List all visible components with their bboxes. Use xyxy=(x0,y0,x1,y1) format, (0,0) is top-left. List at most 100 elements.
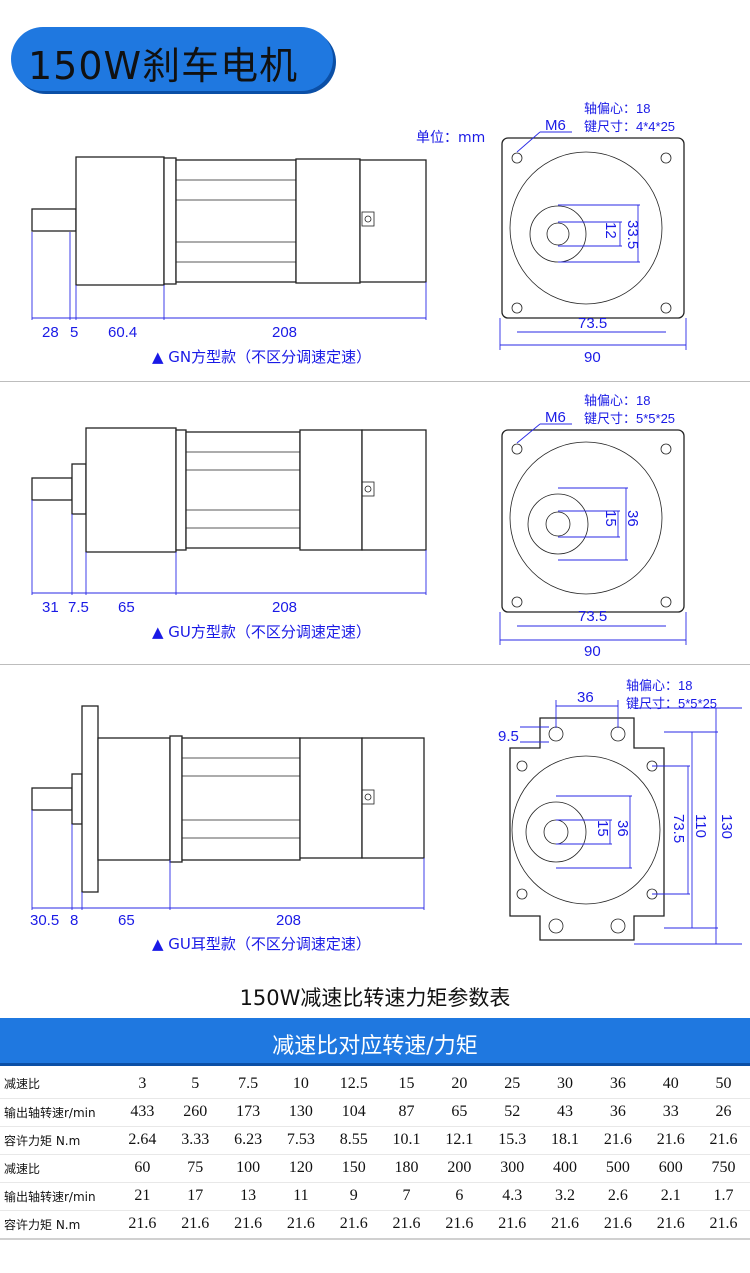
motor-body xyxy=(181,737,301,861)
row-label: 容许力矩 N.m xyxy=(0,1210,116,1239)
title-banner xyxy=(11,27,333,91)
table-cell: 400 xyxy=(538,1154,592,1183)
table-cell: 87 xyxy=(380,1098,433,1127)
table-cell: 21.6 xyxy=(221,1210,275,1239)
bolt-size: M6 xyxy=(545,409,566,426)
bolt-size: M6 xyxy=(545,117,566,134)
table-cell: 21.6 xyxy=(644,1126,698,1155)
table-cell: 36 xyxy=(591,1098,645,1127)
dim-step: 7.5 xyxy=(68,599,89,616)
table-cell: 600 xyxy=(644,1154,698,1183)
table-cell: 25 xyxy=(485,1070,539,1099)
table-cell: 15 xyxy=(380,1070,433,1099)
dim-boss-dia: 33.5 xyxy=(624,220,641,249)
brake-housing xyxy=(361,429,427,551)
flange-face xyxy=(509,717,665,941)
flange-face xyxy=(501,137,685,319)
table-cell: 12.1 xyxy=(432,1126,486,1155)
drawing-gn-square: 28 5 60.4 208 ▲ GN方型款（不区分调速定速） M6 轴偏心：18… xyxy=(31,101,687,366)
dim-flange-width: 90 xyxy=(584,643,601,660)
table-cell: 173 xyxy=(221,1098,275,1127)
table-cell: 7.53 xyxy=(274,1126,328,1155)
dim-motor-length: 208 xyxy=(272,599,297,616)
table-cell: 2.6 xyxy=(591,1182,645,1211)
table-cell: 21.6 xyxy=(327,1210,381,1239)
table-cell: 200 xyxy=(432,1154,486,1183)
table-cell: 40 xyxy=(644,1070,698,1099)
table-cell: 21.6 xyxy=(432,1210,486,1239)
table-cell: 100 xyxy=(221,1154,275,1183)
table-band-title: 减速比对应转速/力矩 xyxy=(272,1034,478,1059)
table-cell: 7.5 xyxy=(221,1070,275,1099)
dim-bolt-pitch: 73.5 xyxy=(578,608,607,625)
table-cell: 26 xyxy=(697,1098,750,1127)
drawing-gu-square: 31 7.5 65 208 ▲ GU方型款（不区分调速定速） M6 轴偏心：18… xyxy=(31,393,687,660)
table-cell: 11 xyxy=(274,1182,328,1211)
motor-body xyxy=(185,431,301,549)
output-shaft xyxy=(31,787,73,811)
table-cell: 21.6 xyxy=(538,1210,592,1239)
dim-motor-length: 208 xyxy=(276,912,301,929)
table-cell: 4.3 xyxy=(485,1182,539,1211)
dim-shaft-length: 28 xyxy=(42,324,59,341)
output-shaft xyxy=(31,208,77,232)
brake-housing xyxy=(361,737,425,859)
dim-step: 8 xyxy=(70,912,78,929)
dim-step: 5 xyxy=(70,324,78,341)
output-shaft xyxy=(31,477,73,501)
caption-gn-square: ▲ GN方型款（不区分调速定速） xyxy=(152,348,371,366)
unit-label: 单位：mm xyxy=(416,130,486,146)
table-cell: 15.3 xyxy=(485,1126,539,1155)
table-cell: 260 xyxy=(168,1098,222,1127)
gearbox-body xyxy=(75,156,165,286)
table-cell: 21.6 xyxy=(485,1210,539,1239)
table-cell: 2.1 xyxy=(644,1182,698,1211)
dim-gearbox-length: 65 xyxy=(118,599,135,616)
table-cell: 52 xyxy=(485,1098,539,1127)
gearbox-body xyxy=(85,427,177,553)
key-size-label: 键尺寸：5*5*25 xyxy=(626,696,717,711)
dim-shaft-dia: 12 xyxy=(602,222,619,239)
table-heading: 150W减速比转速力矩参数表 xyxy=(239,986,511,1010)
dim-height-130: 130 xyxy=(718,814,735,839)
table-cell: 75 xyxy=(168,1154,222,1183)
eccentric-label: 轴偏心：18 xyxy=(584,393,650,408)
key-size-label: 键尺寸：4*4*25 xyxy=(584,119,675,134)
table-cell: 13 xyxy=(221,1182,275,1211)
table-cell: 65 xyxy=(432,1098,486,1127)
table-cell: 180 xyxy=(380,1154,433,1183)
ear-flange xyxy=(81,705,99,893)
table-cell: 10.1 xyxy=(380,1126,433,1155)
table-cell: 3.33 xyxy=(168,1126,222,1155)
divider xyxy=(0,381,750,382)
caption-gu-square: ▲ GU方型款（不区分调速定速） xyxy=(152,623,371,641)
table-cell: 7 xyxy=(380,1182,433,1211)
divider xyxy=(0,664,750,665)
table-cell: 33 xyxy=(644,1098,698,1127)
drawing-gu-ear: 30.5 8 65 208 ▲ GU耳型款（不区分调速定速） 轴偏心：18 键尺… xyxy=(30,678,742,953)
table-cell: 21.6 xyxy=(274,1210,328,1239)
dim-ear-hole: 9.5 xyxy=(498,728,519,745)
table-cell: 60 xyxy=(116,1154,169,1183)
dim-shaft-dia: 15 xyxy=(594,820,611,837)
table-cell: 21.6 xyxy=(591,1126,645,1155)
flange-face xyxy=(501,429,685,613)
page-title: 150W刹车电机 xyxy=(28,44,299,88)
table-cell: 43 xyxy=(538,1098,592,1127)
dim-boss-dia: 36 xyxy=(624,510,641,527)
table-cell: 17 xyxy=(168,1182,222,1211)
table-cell: 21.6 xyxy=(697,1126,750,1155)
table-cell: 21.6 xyxy=(591,1210,645,1239)
dim-motor-length: 208 xyxy=(272,324,297,341)
table-cell: 150 xyxy=(327,1154,381,1183)
dim-flange-width: 90 xyxy=(584,349,601,366)
row-label: 容许力矩 N.m xyxy=(0,1126,116,1155)
gearbox-body xyxy=(97,737,171,861)
table-cell: 3 xyxy=(116,1070,169,1099)
table-cell: 750 xyxy=(697,1154,750,1183)
table-cell: 300 xyxy=(485,1154,539,1183)
